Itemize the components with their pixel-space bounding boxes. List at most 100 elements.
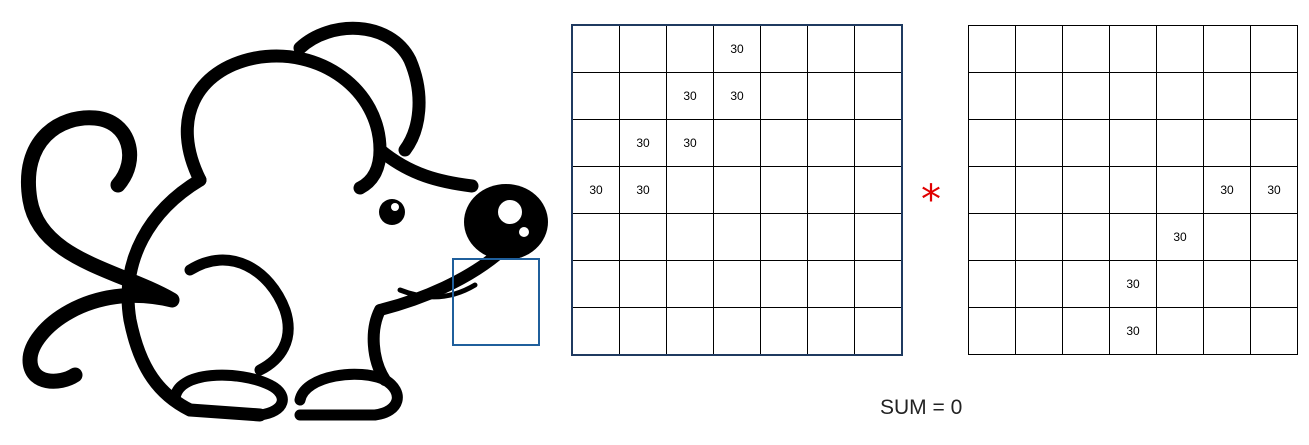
grid-cell [1063,73,1110,120]
grid-cell [969,120,1016,167]
grid-cell [1204,120,1251,167]
grid-cell [1204,308,1251,355]
grid-cell [620,261,667,308]
grid-cell [855,261,902,308]
grid-cell [808,120,855,167]
grid-cell [761,308,808,355]
grid-cell: 30 [573,167,620,214]
grid-cell [1063,167,1110,214]
grid-cell [1251,120,1298,167]
grid-cell [1251,26,1298,73]
grid-cell [1016,73,1063,120]
mouse-illustration [21,21,548,422]
grid-cell [969,308,1016,355]
grid-cell [969,214,1016,261]
grid-cell [855,120,902,167]
grid-cell [620,214,667,261]
grid-cell [1063,120,1110,167]
grid-cell [1016,26,1063,73]
grid-cell [667,167,714,214]
grid-cell [808,214,855,261]
grid-cell [714,261,761,308]
grid-cell [855,308,902,355]
grid-cell [1110,214,1157,261]
mouse-body [121,173,267,422]
grid-cell [969,261,1016,308]
grid-cell [761,26,808,73]
grid-cell [1251,308,1298,355]
grid-cell [1251,261,1298,308]
grid-cell [969,26,1016,73]
grid-cell [573,214,620,261]
grid-cell [573,120,620,167]
grid-cell [714,308,761,355]
grid-cell [808,73,855,120]
grid-cell [1016,167,1063,214]
grid-cell [808,26,855,73]
grid-cell [1016,308,1063,355]
grid-cell [1204,261,1251,308]
mouse-head [373,143,479,193]
mouse-smile [397,282,478,300]
mouse-foot-back [169,369,288,421]
grid-cell [573,308,620,355]
grid-cell: 30 [667,73,714,120]
grid-cell [1251,73,1298,120]
grid-cell [1204,73,1251,120]
grid-cell: 30 [667,120,714,167]
grid-cell [1204,214,1251,261]
grid-cell [620,308,667,355]
grid-cell [1110,73,1157,120]
grid-cell: 30 [714,26,761,73]
grid-cell [714,120,761,167]
mouse-ear-front [180,49,387,195]
grid-cell [573,26,620,73]
grid-cell [620,73,667,120]
mouse-tail [21,110,180,389]
mouse-chin [367,242,511,386]
grid-cell: 30 [1157,214,1204,261]
grid-cell: 30 [1110,308,1157,355]
grid-cell: 30 [620,120,667,167]
grid-cell [761,261,808,308]
grid-cell [714,214,761,261]
grid-cell [573,261,620,308]
grid-cell [1016,120,1063,167]
grid-cell: 30 [620,167,667,214]
grid-cell [855,73,902,120]
grid-cell [761,214,808,261]
grid-cell [808,261,855,308]
grid-cell [667,214,714,261]
receptive-field-box [452,258,540,346]
mouse-foot-front [294,368,403,421]
grid-cell [808,167,855,214]
grid-cell [855,26,902,73]
grid-cell [855,214,902,261]
grid-cell [761,120,808,167]
grid-cell [1157,261,1204,308]
grid-cell [1157,73,1204,120]
grid-cell [1016,261,1063,308]
convolution-operator: * [921,177,941,223]
grid-cell [761,73,808,120]
grid-cell [1110,26,1157,73]
grid-cell: 30 [1110,261,1157,308]
grid-cell [573,73,620,120]
grid-cell [808,308,855,355]
grid-cell [620,26,667,73]
grid-cell [969,167,1016,214]
grid-cell [855,167,902,214]
grid-cell [1157,167,1204,214]
grid-cell: 30 [1204,167,1251,214]
grid-cell [714,167,761,214]
grid-cell [1157,308,1204,355]
grid-cell [969,73,1016,120]
grid-cell [1110,120,1157,167]
grid-cell [1063,214,1110,261]
grid-cell [761,167,808,214]
grid-cell [1063,261,1110,308]
grid-cell [1063,26,1110,73]
grid-cell [1110,167,1157,214]
grid-cell [1063,308,1110,355]
